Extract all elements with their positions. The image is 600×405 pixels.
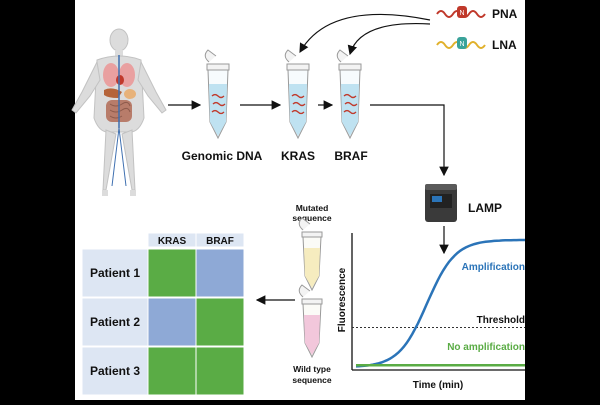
cell-patient-2-braf (195, 297, 245, 347)
row-label-bg (81, 248, 149, 298)
results-table: KRAS BRAF Patient 1 Patient 2 Patient 3 (81, 232, 245, 396)
lna-probe: N (436, 37, 486, 49)
braf-tube (336, 49, 362, 140)
cell-patient-2-kras (147, 297, 197, 347)
pna-badge: N (459, 10, 464, 17)
heart (116, 75, 124, 85)
column-header-braf-bg (195, 232, 245, 248)
mutated-sequence-tube (298, 217, 323, 292)
lamp-machine-icon (425, 184, 457, 222)
lungs-left (103, 63, 119, 87)
pna-label: PNA (492, 7, 518, 21)
arrow-probe-to-kras (299, 13, 431, 54)
wild-type-label-line1: Wild type (293, 364, 331, 374)
series-amplification-label: Amplification (462, 262, 525, 273)
arrow-braf-to-lamp (370, 104, 449, 177)
wild-type-sequence-tube (298, 284, 323, 359)
mutated-label-line2: sequence (292, 213, 331, 223)
kras-tube (284, 49, 310, 140)
row-label-bg (81, 346, 149, 396)
x-axis-label: Time (min) (413, 380, 463, 391)
mutated-label-line1: Mutated (296, 203, 329, 213)
series-amplification-line (355, 238, 525, 368)
y-axis-label: Fluorescence (337, 267, 348, 332)
row-label-patient-3: Patient 3 (90, 364, 140, 378)
row-label-patient-1: Patient 1 (90, 266, 140, 280)
cell-patient-3-braf (195, 346, 245, 396)
column-header-braf: BRAF (206, 236, 234, 247)
braf-label: BRAF (334, 149, 367, 163)
threshold-label: Threshold (477, 315, 525, 326)
genomic-dna-label: Genomic DNA (182, 149, 263, 163)
cell-patient-3-kras (147, 346, 197, 396)
lna-label: LNA (492, 38, 517, 52)
genomic-dna-tube (204, 49, 230, 140)
kras-label: KRAS (281, 149, 315, 163)
cell-patient-1-braf (195, 248, 245, 298)
arrow-probe-to-braf (347, 22, 431, 56)
lna-badge: N (459, 41, 464, 48)
table-row: Patient 3 (81, 346, 245, 396)
wild-type-label-line2: sequence (292, 375, 331, 385)
table-row: Patient 2 (81, 297, 245, 347)
row-label-bg (81, 297, 149, 347)
table-row: Patient 1 (81, 248, 245, 298)
human-body-illustration (71, 28, 167, 196)
column-header-kras: KRAS (158, 236, 187, 247)
series-no-amplification-label: No amplification (447, 342, 525, 353)
cell-patient-1-kras (147, 248, 197, 298)
pna-probe: N (436, 6, 486, 18)
lamp-label: LAMP (468, 201, 502, 215)
liver (104, 88, 122, 98)
stomach (124, 89, 136, 99)
fluorescence-chart: Time (min) Fluorescence Threshold Amplif… (337, 233, 525, 391)
row-label-patient-2: Patient 2 (90, 315, 140, 329)
